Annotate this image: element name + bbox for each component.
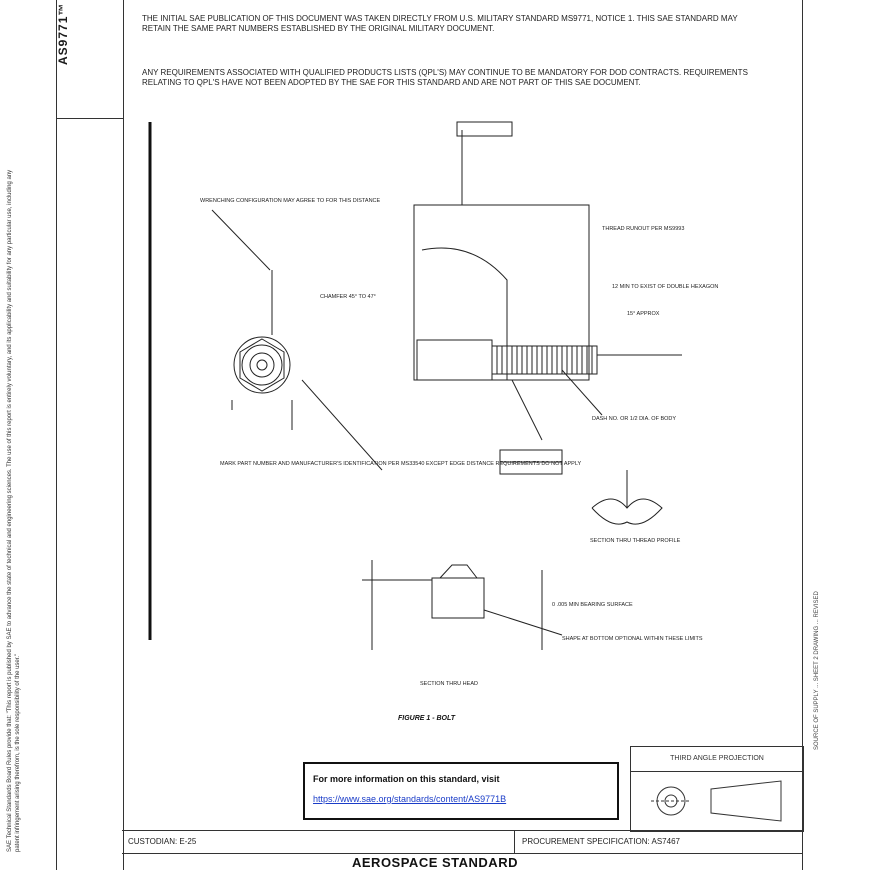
end-view: [211, 209, 383, 471]
chamfer-label: CHAMFER 45° TO 47°: [320, 294, 376, 300]
wrenching-label: WRENCHING CONFIGURATION MAY AGREE TO FOR…: [200, 198, 381, 204]
projection-symbol-icon: [651, 780, 782, 822]
figure-caption: FIGURE 1 - BOLT: [398, 715, 456, 722]
margin-panel: [57, 118, 123, 828]
mark-label: MARK PART NUMBER AND MANUFACTURER'S IDEN…: [220, 461, 581, 467]
custodian-text: CUSTODIAN: E-25: [128, 837, 197, 846]
title-block-row: CUSTODIAN: E-25 PROCUREMENT SPECIFICATIO…: [122, 831, 802, 854]
thread-profile-label: SECTION THRU THREAD PROFILE: [590, 538, 681, 544]
bearing-surface-label: 0 .005 MIN BEARING SURFACE: [552, 602, 633, 608]
military-note: THE INITIAL SAE PUBLICATION OF THIS DOCU…: [142, 14, 738, 33]
aerospace-standard-title: AEROSPACE STANDARD: [352, 855, 518, 870]
title-block: CUSTODIAN: E-25 PROCUREMENT SPECIFICATIO…: [122, 830, 802, 871]
third-angle-projection-box: THIRD ANGLE PROJECTION: [630, 746, 804, 832]
third-angle-title: THIRD ANGLE PROJECTION: [631, 747, 803, 772]
more-info-heading: For more information on this standard, v…: [313, 774, 500, 784]
disclaimer-text: SAE Technical Standards Board Rules prov…: [7, 169, 21, 852]
standard-link[interactable]: https://www.sae.org/standards/content/AS…: [313, 794, 507, 804]
thread-profile-view: [591, 470, 663, 525]
bolt-drawing: WRENCHING CONFIGURATION MAY AGREE TO FOR…: [148, 121, 718, 722]
section-head-label: SECTION THRU HEAD: [420, 681, 478, 687]
shape-label: SHAPE AT BOTTOM OPTIONAL WITHIN THESE LI…: [562, 636, 703, 642]
section-head-view: [362, 560, 563, 650]
main-content: THE INITIAL SAE PUBLICATION OF THIS DOCU…: [122, 0, 803, 870]
right-margin-column: SOURCE OF SUPPLY ... SHEET 2 DRAWING ...…: [802, 0, 870, 870]
title-block-divider: [514, 831, 515, 853]
thread-runout-label: THREAD RUNOUT PER MS9993: [602, 226, 684, 232]
left-margin-column: AS9771™: [56, 0, 124, 870]
approx-label: 15° APPROX: [627, 311, 660, 317]
double-hexagon-label: 12 MIN TO EXIST OF DOUBLE HEXAGON: [612, 284, 718, 290]
procurement-spec-text: PROCUREMENT SPECIFICATION: AS7467: [522, 837, 680, 846]
dash-label: DASH NO. OR 1/2 DIA. OF BODY: [592, 416, 676, 422]
qpl-note: ANY REQUIREMENTS ASSOCIATED WITH QUALIFI…: [142, 68, 748, 87]
side-info-text: SOURCE OF SUPPLY ... SHEET 2 DRAWING ...…: [814, 591, 820, 750]
document-number-box: AS9771™: [56, 0, 123, 119]
side-view: [413, 121, 682, 475]
document-number: AS9771™: [56, 2, 70, 65]
more-info-box: For more information on this standard, v…: [303, 762, 619, 820]
